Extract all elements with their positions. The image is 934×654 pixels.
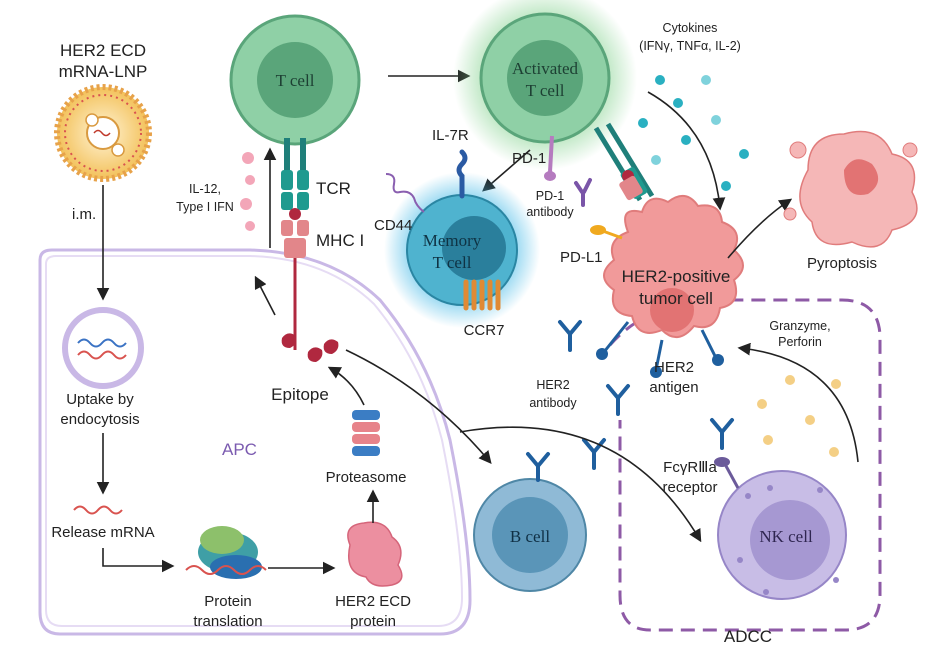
ccr7-receptor bbox=[463, 279, 501, 311]
tcr-mhc-complex bbox=[281, 138, 309, 350]
memory-t-cell-line1: Memory bbox=[423, 231, 482, 250]
her2-positive-tumor-cell bbox=[603, 195, 744, 338]
epitope-fragments bbox=[281, 333, 339, 362]
cd44-label: CD44 bbox=[374, 217, 412, 234]
arrow-to-pyroptosis bbox=[727, 198, 793, 259]
b-cell-bcr bbox=[526, 452, 550, 482]
granzyme-label-line1: Granzyme, bbox=[769, 319, 830, 333]
cytokines-label-line1: Cytokines bbox=[663, 21, 718, 35]
her2-antigen-line1: HER2 bbox=[654, 359, 694, 376]
nk-cell bbox=[717, 470, 847, 600]
activated-t-cell bbox=[479, 12, 611, 144]
apc-membrane bbox=[38, 248, 472, 636]
uptake-label-line2: endocytosis bbox=[60, 411, 139, 428]
fcgr-label-line2: receptor bbox=[662, 479, 717, 496]
pd1-antibody-line1: PD-1 bbox=[536, 189, 565, 203]
activated-t-cell-line1: Activated bbox=[512, 59, 579, 78]
activated-t-cell-line2: T cell bbox=[526, 81, 565, 100]
mrna-strand bbox=[73, 505, 123, 515]
im-label: i.m. bbox=[72, 206, 96, 223]
il12-label-line2: Type I IFN bbox=[176, 200, 234, 214]
pyroptosis-cell-fragments bbox=[783, 130, 918, 248]
endosome bbox=[62, 307, 144, 389]
arrow-to-b-cell bbox=[345, 349, 492, 464]
her2-antigens bbox=[596, 321, 724, 378]
arrow-antibody-to-nk bbox=[459, 426, 702, 543]
release-label: Release mRNA bbox=[51, 524, 154, 541]
il7r-receptor bbox=[456, 149, 468, 199]
proteasome-icon bbox=[352, 410, 380, 456]
ribosome-icon bbox=[185, 526, 267, 579]
her2-ecd-protein-line1: HER2 ECD bbox=[335, 593, 411, 610]
arrow-to-mhc bbox=[254, 275, 276, 316]
mhc-label: MHC I bbox=[316, 231, 364, 250]
granzyme-dots bbox=[757, 375, 841, 457]
cd44-receptor bbox=[385, 173, 425, 213]
her2-ecd-protein-icon bbox=[347, 521, 403, 587]
her2-antibody-line2: antibody bbox=[529, 396, 577, 410]
fcgr-label-line1: FcγRⅢa bbox=[663, 459, 717, 476]
il7r-label: IL-7R bbox=[432, 127, 469, 144]
adcc-label: ADCC bbox=[724, 627, 772, 646]
b-cell-label: B cell bbox=[510, 527, 550, 546]
t-cell bbox=[229, 14, 361, 146]
nk-cell-label: NK cell bbox=[759, 527, 813, 546]
t-cell-label: T cell bbox=[276, 71, 315, 90]
vaccine-label-line2: mRNA-LNP bbox=[59, 62, 148, 81]
arrow-cytokines bbox=[647, 91, 726, 211]
arrow-granzyme bbox=[737, 342, 859, 463]
il12-label-line1: IL-12, bbox=[189, 182, 221, 196]
il12-dots bbox=[240, 152, 255, 231]
pd1-label: PD-1 bbox=[512, 150, 546, 167]
uptake-label-line1: Uptake by bbox=[66, 391, 134, 408]
pd1-receptor bbox=[548, 135, 554, 173]
epitope-label: Epitope bbox=[271, 385, 329, 404]
fcgr-receptor bbox=[714, 457, 740, 489]
pd1-antibody-icon bbox=[574, 178, 592, 207]
pyroptosis-label: Pyroptosis bbox=[807, 255, 877, 272]
tumor-nucleus bbox=[650, 288, 694, 332]
protein-translation-line1: Protein bbox=[204, 593, 252, 610]
her2-antigen-line2: antigen bbox=[649, 379, 698, 396]
memory-t-cell-line2: T cell bbox=[433, 253, 472, 272]
apc-label: APC bbox=[222, 440, 257, 459]
pdl1-label: PD-L1 bbox=[560, 249, 603, 266]
arrow-to-epitope bbox=[327, 366, 365, 406]
proteasome-label: Proteasome bbox=[326, 469, 407, 486]
cytokine-dots bbox=[638, 75, 749, 191]
vaccine-label-line1: HER2 ECD bbox=[60, 41, 146, 60]
pd1-antibody-line2: antibody bbox=[526, 205, 574, 219]
mrna-lnp-particle bbox=[54, 84, 152, 182]
cytokines-label-line2: (IFNγ, TNFα, IL-2) bbox=[639, 39, 741, 53]
tcr-label: TCR bbox=[316, 179, 351, 198]
ccr7-label: CCR7 bbox=[464, 322, 505, 339]
tumor-label-line1: HER2-positive bbox=[622, 267, 731, 286]
activated-tcr-complex bbox=[593, 122, 655, 202]
her2-antibody-line1: HER2 bbox=[536, 378, 569, 392]
her2-ecd-protein-line2: protein bbox=[350, 613, 396, 630]
her2-antibody-icons bbox=[558, 320, 734, 470]
arrow-translation bbox=[102, 548, 175, 573]
memory-t-cell bbox=[406, 194, 518, 306]
protein-translation-line2: translation bbox=[193, 613, 262, 630]
tumor-label-line2: tumor cell bbox=[639, 289, 713, 308]
b-cell bbox=[473, 478, 587, 592]
granzyme-label-line2: Perforin bbox=[778, 335, 822, 349]
